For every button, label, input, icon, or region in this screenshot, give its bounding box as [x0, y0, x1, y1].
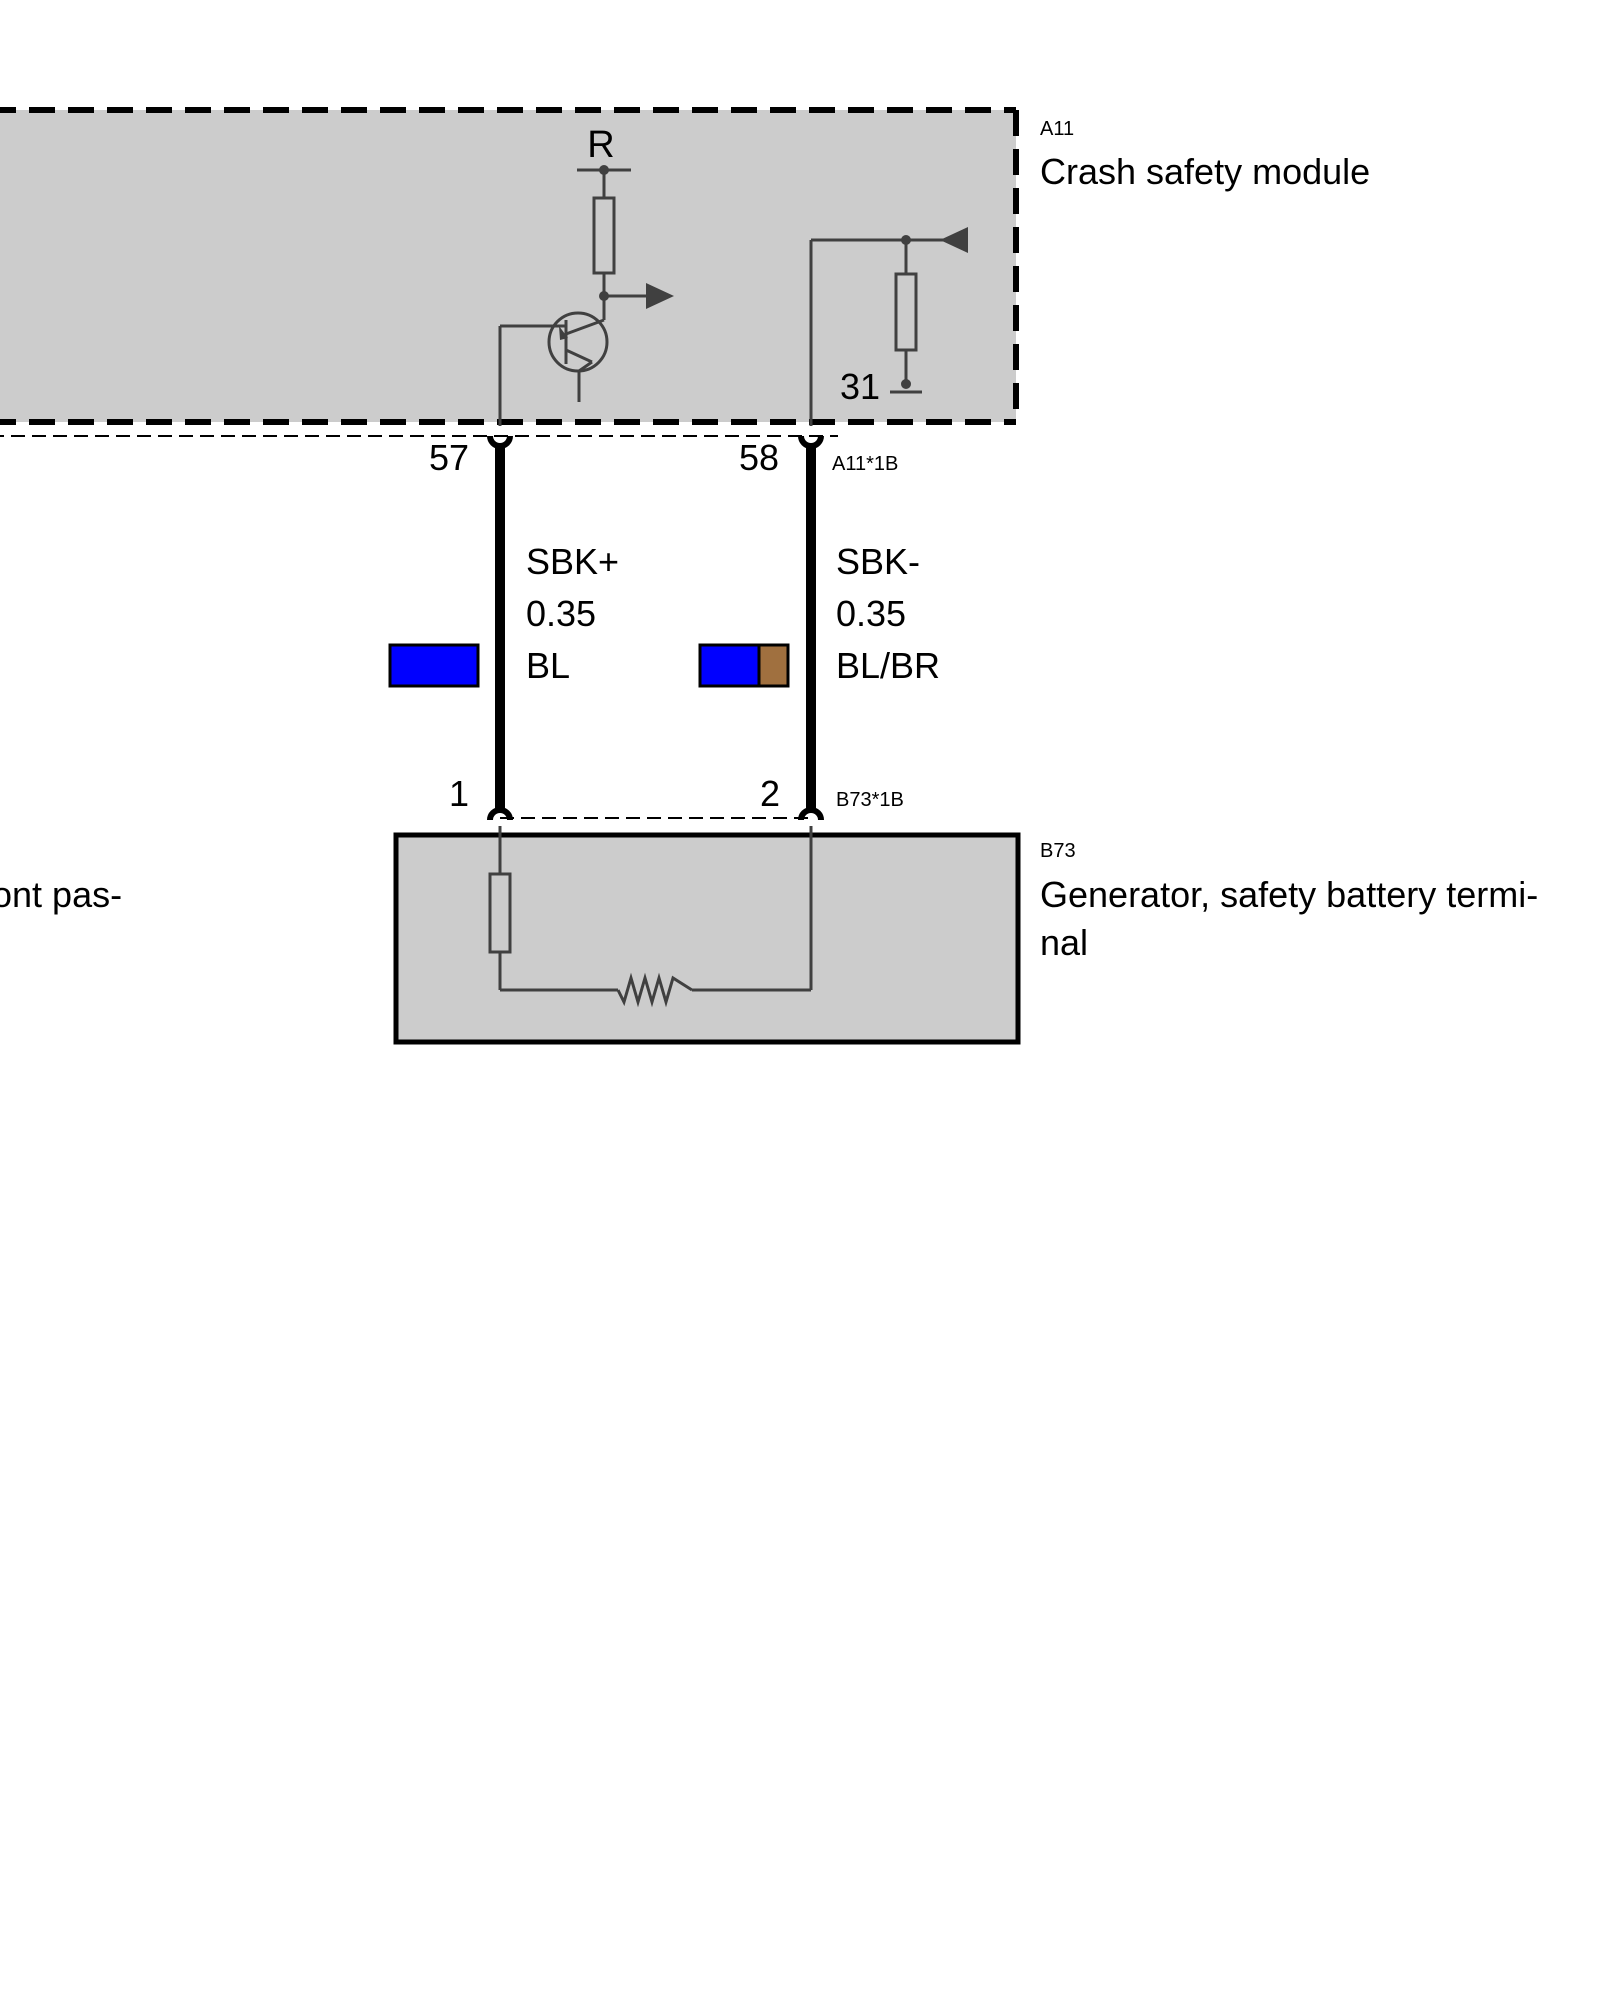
connector-a11-1b-label: A11*1B [832, 453, 898, 475]
ground-31-label: 31 [840, 366, 880, 407]
pin-58-label: 58 [739, 437, 779, 478]
b73-module-id: B73 [1040, 840, 1076, 862]
output-arrow-icon [646, 283, 674, 309]
b73-module-name-line2: nal [1040, 922, 1088, 963]
a11-module-box [0, 110, 1016, 422]
left-cut-label: ont pas- [0, 874, 122, 915]
a11-module-id: A11 [1040, 118, 1074, 140]
wire-color-swatch-bl-br [698, 643, 790, 688]
input-arrow-icon [940, 227, 968, 253]
connector-b73-1b-label: B73*1B [836, 789, 904, 811]
b73-internal-circuit [488, 826, 813, 1008]
a11-input-stage: 31 [809, 227, 968, 426]
wire-sbk-plus-signal: SBK+ [526, 541, 619, 582]
supply-r-label: R [587, 124, 614, 166]
heating-element-icon [616, 972, 693, 1008]
a11-module-name: Crash safety module [1040, 151, 1370, 192]
pin-2-terminal [798, 807, 824, 821]
wire-sbk-minus-color: BL/BR [836, 645, 940, 686]
wire-sbk-plus-color: BL [526, 645, 570, 686]
pin-1-label: 1 [449, 773, 469, 814]
wire-sbk-plus-gauge: 0.35 [526, 593, 596, 634]
pin-57-label: 57 [429, 437, 469, 478]
wire-sbk-minus-signal: SBK- [836, 541, 920, 582]
wire-sbk-minus-gauge: 0.35 [836, 593, 906, 634]
b73-module-name-line1: Generator, safety battery termi- [1040, 874, 1538, 915]
a11-output-stage: R [498, 124, 674, 426]
pin-2-label: 2 [760, 773, 780, 814]
pin-1-terminal [487, 807, 513, 821]
wire-color-swatch-bl [388, 643, 480, 688]
